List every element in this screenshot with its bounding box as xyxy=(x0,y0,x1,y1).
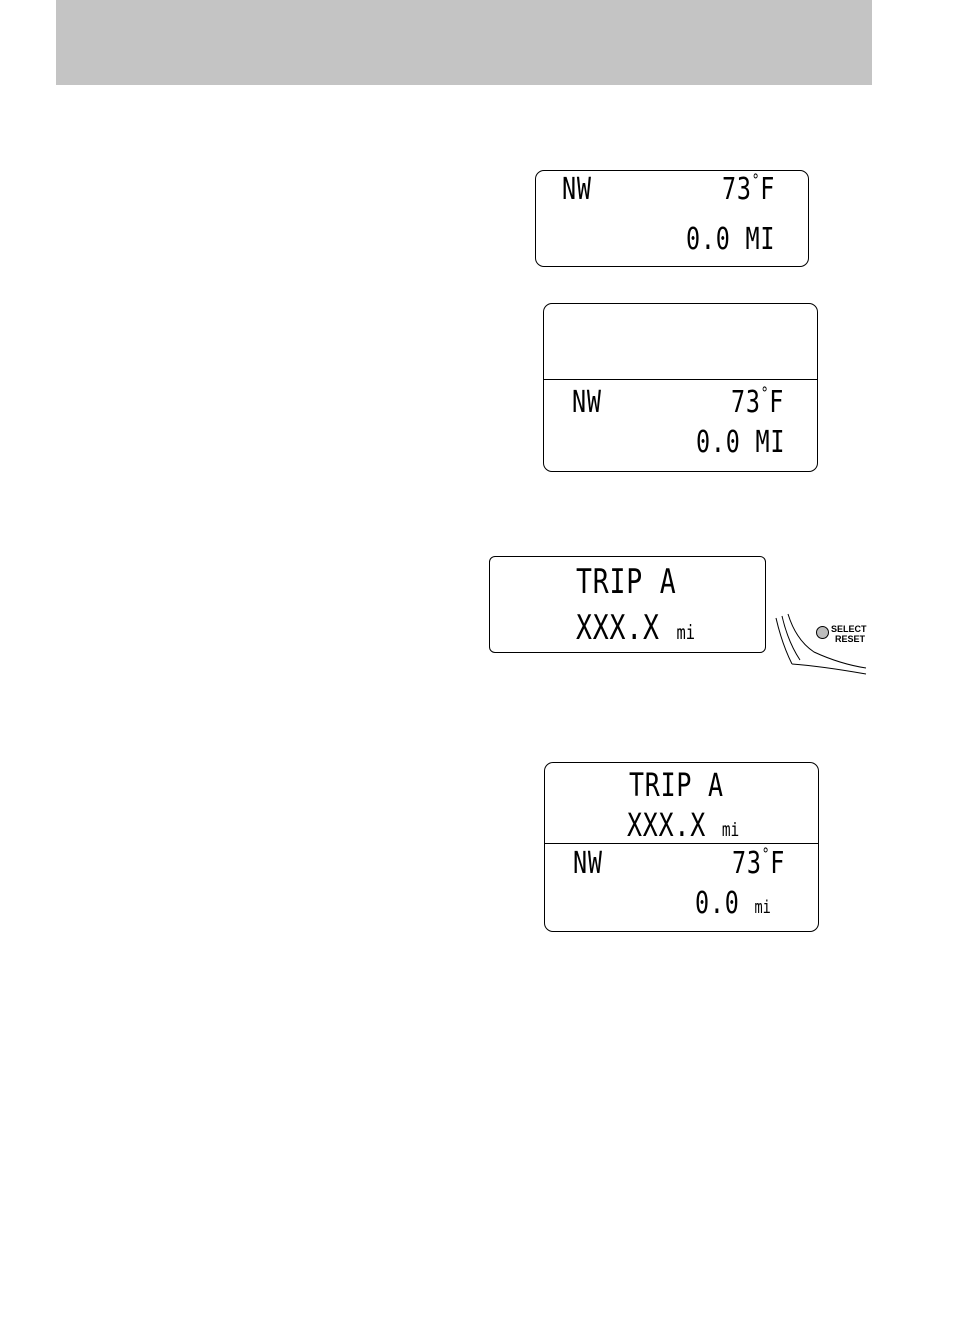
compass-direction: NW xyxy=(572,388,602,418)
lcd-display-split-blank-top: NW 73°F 0.0 MI xyxy=(543,303,818,472)
select-reset-button-illustration: SELECT RESET xyxy=(770,604,870,676)
display-divider xyxy=(545,843,818,844)
trip-value: XXX.X mi xyxy=(627,809,739,841)
lcd-display-trip-a: TRIP A XXX.X mi xyxy=(489,556,766,653)
trip-distance: 0.0 mi xyxy=(695,889,771,919)
trip-title: TRIP A xyxy=(629,769,724,801)
outside-temperature: 73°F xyxy=(732,849,785,879)
display-divider xyxy=(544,379,817,380)
trip-title: TRIP A xyxy=(576,565,676,599)
lcd-display-compass-temp-odometer: NW 73°F 0.0 MI xyxy=(535,170,809,267)
select-reset-label: SELECT RESET xyxy=(831,624,867,644)
compass-direction: NW xyxy=(573,849,603,879)
trip-distance: 0.0 MI xyxy=(696,428,785,458)
lcd-display-split-trip-and-odometer: TRIP A XXX.X mi NW 73°F 0.0 mi xyxy=(544,762,819,932)
trip-value: XXX.X mi xyxy=(576,611,695,645)
select-reset-button[interactable] xyxy=(816,626,829,639)
trip-distance: 0.0 MI xyxy=(686,225,775,255)
compass-direction: NW xyxy=(562,175,592,205)
header-band xyxy=(56,0,872,85)
outside-temperature: 73°F xyxy=(722,175,775,205)
outside-temperature: 73°F xyxy=(731,388,784,418)
